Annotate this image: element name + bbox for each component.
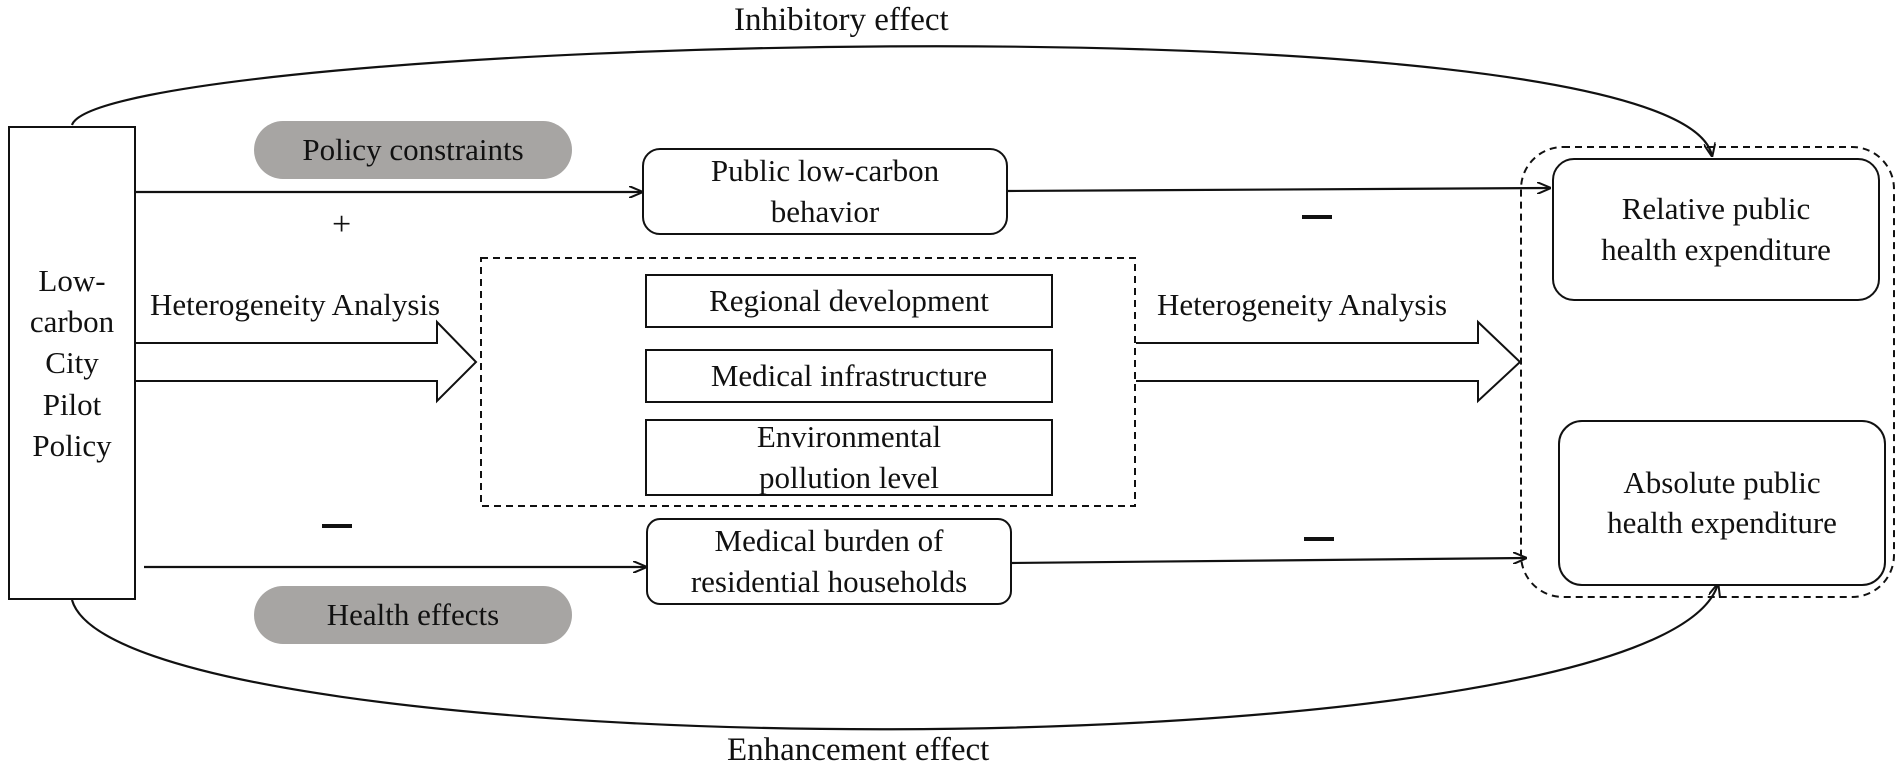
negative-sign-burden-in	[322, 524, 352, 528]
source-line: City	[45, 345, 99, 381]
heterogeneity-label-right: Heterogeneity Analysis	[1157, 287, 1448, 322]
outcomes-frame	[1520, 146, 1895, 598]
arrow-behavior-to-relative	[1005, 188, 1550, 191]
negative-sign-behavior-out	[1302, 215, 1332, 219]
factor-environmental-pollution: Environmental pollution level	[645, 419, 1053, 496]
source-policy-box: Low- carbon City Pilot Policy	[8, 126, 136, 600]
health-effects-pill: Health effects	[254, 586, 572, 644]
enhancement-effect-label: Enhancement effect	[727, 732, 990, 768]
heterogeneity-frame	[480, 257, 1136, 507]
inhibitory-effect-label: Inhibitory effect	[734, 2, 949, 38]
relative-health-expenditure-box: Relative public health expenditure	[1552, 158, 1880, 301]
public-low-carbon-behavior-box: Public low-carbon behavior	[642, 148, 1008, 235]
factor-regional-development: Regional development	[645, 274, 1053, 328]
block-arrow-left	[136, 319, 478, 404]
source-line: Policy	[32, 427, 112, 463]
source-line: Low-	[38, 262, 106, 298]
positive-sign: +	[332, 206, 352, 243]
absolute-health-expenditure-box: Absolute public health expenditure	[1558, 420, 1886, 586]
arrow-burden-to-absolute	[1009, 558, 1526, 563]
heterogeneity-label-left: Heterogeneity Analysis	[150, 287, 441, 322]
source-line: carbon	[29, 304, 115, 340]
medical-burden-box: Medical burden of residential households	[646, 518, 1012, 605]
enhancement-effect-arc	[70, 584, 1718, 731]
block-arrow-right	[1136, 319, 1522, 404]
policy-constraints-pill: Policy constraints	[254, 121, 572, 179]
factor-medical-infrastructure: Medical infrastructure	[645, 349, 1053, 403]
inhibitory-effect-arc	[70, 45, 1712, 156]
source-line: Pilot	[42, 386, 102, 422]
negative-sign-burden-out	[1304, 537, 1334, 541]
